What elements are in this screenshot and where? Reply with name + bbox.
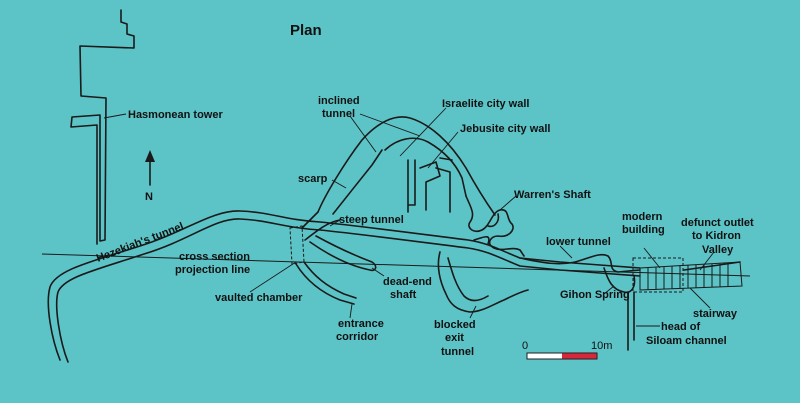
leader-inclined [349,113,421,153]
hezekiahs-tunnel-outer [47,210,641,361]
label-vaulted-chamber: vaulted chamber [215,292,303,304]
siloam-channel [627,291,635,351]
scale-bar: 0 10m [522,340,612,360]
label-cross-section-2: projection line [175,264,250,276]
leader-hasmonean [103,113,127,119]
label-defunct-2: to Kidron [692,230,741,242]
label-inclined-2: tunnel [322,108,355,120]
label-warrens-shaft: Warren's Shaft [514,189,591,201]
warrens-shaft [465,195,525,257]
scarp-wall [332,149,383,215]
blocked-exit-tunnel [437,251,529,313]
vaulted-chamber-outline [289,225,305,265]
label-defunct-1: defunct outlet [681,217,754,229]
leader-vaulted [249,261,297,293]
dead-end-shaft [309,235,377,272]
leader-entrance [349,303,353,319]
label-blocked-2: exit [445,332,464,344]
leader-scarp [331,179,347,189]
label-defunct-3: Valley [702,244,734,256]
label-siloam-1: head of [661,321,700,333]
scale-end-label: 10m [591,340,612,352]
leader-stairway [689,287,711,309]
leader-gihon [603,285,615,295]
diagram-title: Plan [290,22,322,39]
label-siloam-2: Siloam channel [646,335,727,347]
leader-blocked [469,305,477,319]
label-modern-1: modern [622,211,663,223]
leader-lower [559,245,573,259]
label-jebusite-wall: Jebusite city wall [460,123,550,135]
entrance-corridor [295,261,357,305]
label-blocked-3: tunnel [441,346,474,358]
label-gihon-spring: Gihon Spring [560,289,630,301]
north-arrowhead-icon [145,150,155,162]
label-stairway: stairway [693,308,738,320]
label-modern-2: building [622,224,665,236]
warrens-shaft-inner [473,213,500,245]
gihon-spring [603,267,636,294]
label-lower-tunnel: lower tunnel [546,236,611,248]
leader-israelite [399,107,447,157]
label-hasmonean-tower: Hasmonean tower [128,109,223,121]
label-dead-end-1: dead-end [383,276,432,288]
lower-tunnel [519,253,641,273]
leader-jebusite [427,131,459,169]
cross-section-line [41,253,751,277]
stairway [639,261,743,291]
label-entrance-1: entrance [338,318,384,330]
scale-bar-frame [526,352,598,360]
label-dead-end-2: shaft [390,289,417,301]
label-steep-tunnel: steep tunnel [339,214,404,226]
leader-warrens [499,195,517,211]
steep-tunnel [301,211,341,241]
leader-deadend [371,267,385,277]
scale-start-label: 0 [522,340,528,352]
label-inclined-1: inclined [318,95,360,107]
scale-bar-red [562,353,597,359]
hasmonean-wall [70,9,135,245]
label-scarp: scarp [298,173,328,185]
leader-steep [329,219,341,227]
hezekiahs-tunnel-inner [55,218,641,363]
israelite-city-wall [317,116,496,216]
jebusite-city-wall [384,137,467,197]
label-entrance-2: corridor [336,331,379,343]
leader-defunct [699,251,715,271]
label-israelite-wall: Israelite city wall [442,98,529,110]
inclined-tunnel-structure [407,157,453,213]
label-blocked-1: blocked [434,319,476,331]
modern-building-outline [632,257,684,293]
defunct-outlet [683,261,741,271]
north-label: N [145,191,153,203]
label-cross-section-1: cross section [179,251,250,263]
leader-modern [643,247,661,269]
